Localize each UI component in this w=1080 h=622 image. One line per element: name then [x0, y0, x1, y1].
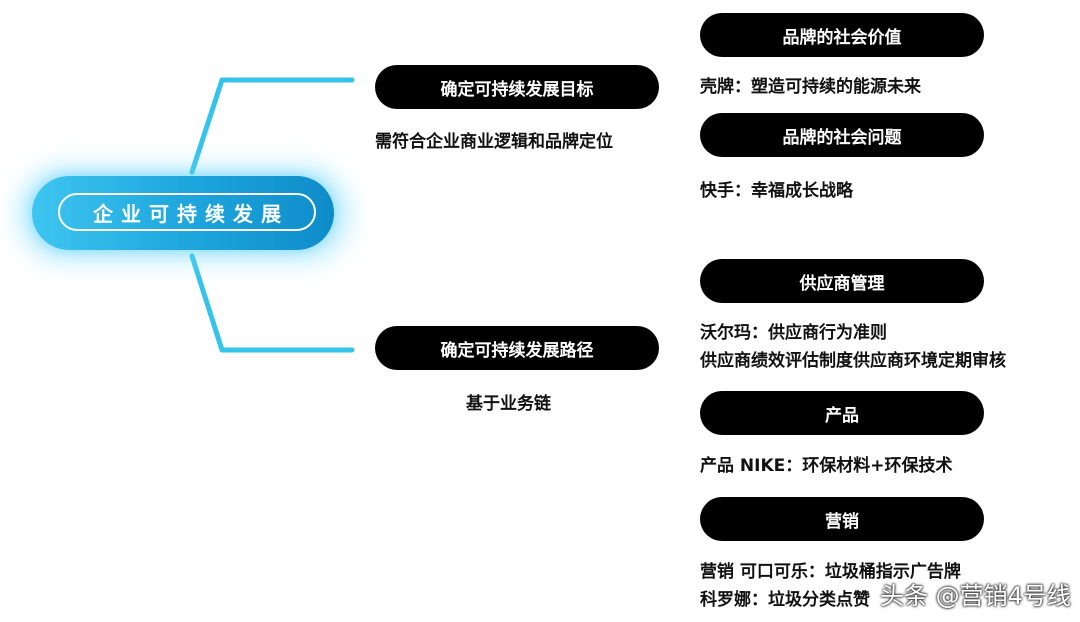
leaf-marketing-node: 营销: [700, 497, 984, 541]
leaf-social-issue-node: 品牌的社会问题: [700, 113, 984, 157]
watermark: 头条 @营销4号线: [880, 582, 1071, 610]
branch-path-note: 基于业务链: [466, 394, 551, 414]
leaf-supplier-example-2: 供应商绩效评估制度供应商环境定期审核: [700, 351, 1006, 371]
leaf-supplier-node: 供应商管理: [700, 259, 984, 303]
branch-path-node: 确定可持续发展路径: [375, 326, 659, 370]
leaf-supplier-example: 沃尔玛：供应商行为准则: [700, 323, 887, 343]
branch-goal-node: 确定可持续发展目标: [375, 65, 659, 109]
connector-upper: [189, 77, 355, 175]
root-node-label: 企业可持续发展: [58, 193, 316, 231]
connector-lower: [189, 253, 355, 353]
root-node: 企业可持续发展: [32, 176, 334, 250]
leaf-product-example: 产品 NIKE：环保材料+环保技术: [700, 456, 953, 476]
branch-goal-note: 需符合企业商业逻辑和品牌定位: [375, 132, 613, 152]
leaf-social-value-example: 壳牌：塑造可持续的能源未来: [700, 77, 921, 97]
leaf-product-node: 产品: [700, 391, 984, 435]
leaf-social-value-node: 品牌的社会价值: [700, 13, 984, 57]
leaf-marketing-example-2: 科罗娜：垃圾分类点赞: [700, 590, 870, 610]
leaf-marketing-example: 营销 可口可乐：垃圾桶指示广告牌: [700, 562, 961, 582]
leaf-social-issue-example: 快手：幸福成长战略: [700, 181, 853, 201]
